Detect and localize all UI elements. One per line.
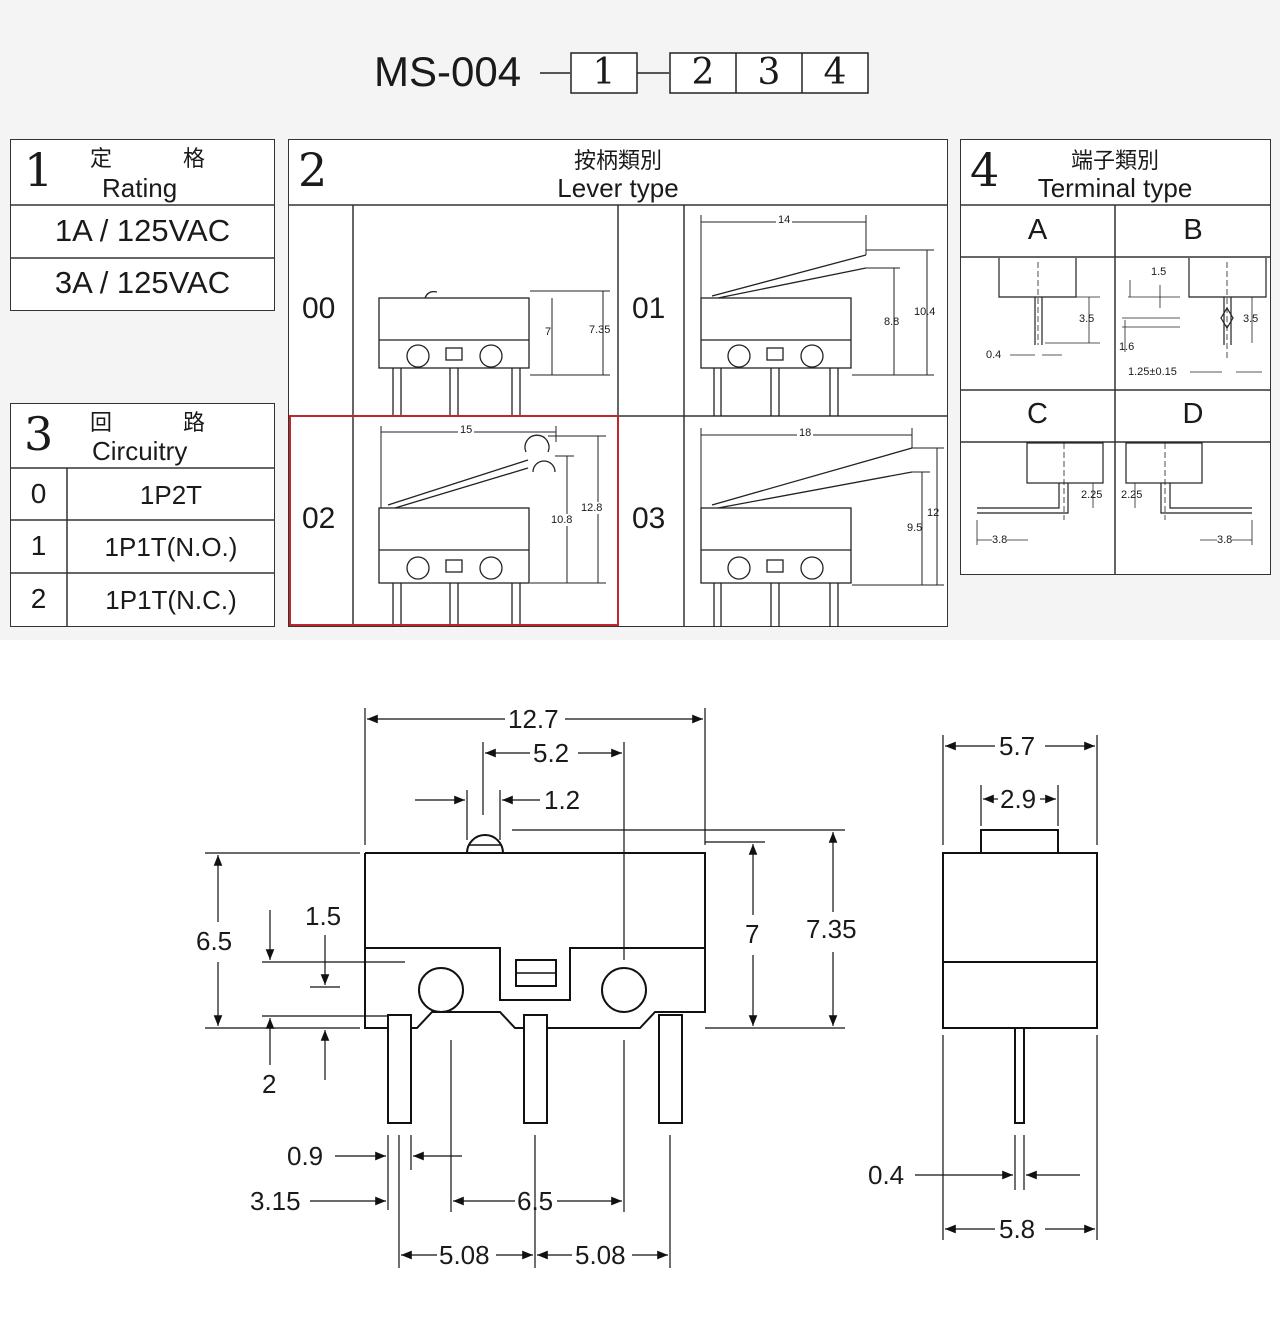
circuitry-label-2: 1P1T(N.C.) xyxy=(105,585,237,615)
rating-row-1: 1A / 125VAC xyxy=(54,213,231,248)
terminal-a-dim-0-4: 0.4 xyxy=(986,349,1002,361)
lever-option-03-code: 03 xyxy=(632,502,666,535)
model-number: MS-004 xyxy=(374,48,522,95)
terminal-d-dim-3-8: 3.8 xyxy=(1217,534,1233,546)
code-box-2: 2 xyxy=(691,52,715,93)
rating-title-cn: 定 格 xyxy=(90,147,237,172)
dim-7-35: 7.35 xyxy=(806,914,857,944)
dim-5-08-right: 5.08 xyxy=(575,1240,626,1270)
circuitry-section-number: 3 xyxy=(24,407,54,461)
dim-5-2: 5.2 xyxy=(533,738,570,768)
terminal-b-dim-1-5: 1.5 xyxy=(1151,266,1167,278)
terminal-title-cn: 端子類別 xyxy=(1070,149,1159,174)
dim-0-4: 0.4 xyxy=(868,1160,905,1190)
rating-section-number: 1 xyxy=(24,143,54,197)
lever-03-dim-9-5: 9.5 xyxy=(907,522,923,534)
rating-table xyxy=(10,139,275,311)
terminal-b-dim-1-25: 1.25±0.15 xyxy=(1128,366,1177,378)
dim-7: 7 xyxy=(745,919,760,949)
terminal-c-dim-3-8: 3.8 xyxy=(992,534,1008,546)
terminal-type-d: D xyxy=(1182,398,1204,430)
dim-6-5-height: 6.5 xyxy=(196,926,233,956)
circuitry-code-2: 2 xyxy=(30,583,47,614)
terminal-c-dim-2-25: 2.25 xyxy=(1081,489,1103,501)
circuitry-title-en: Circuitry xyxy=(92,436,188,466)
dim-6-5-pins: 6.5 xyxy=(517,1186,554,1216)
terminal-a-dim-3-5: 3.5 xyxy=(1079,313,1095,325)
lever-title-cn: 按柄類別 xyxy=(573,149,662,174)
circuitry-label-1: 1P1T(N.O.) xyxy=(104,532,238,562)
terminal-b-dim-1-6: 1.6 xyxy=(1119,341,1135,353)
lever-option-01-code: 01 xyxy=(632,292,666,325)
lever-00-dim-7: 7 xyxy=(545,326,552,338)
lever-00-dim-7-35: 7.35 xyxy=(589,324,611,336)
dim-1-2: 1.2 xyxy=(544,785,581,815)
code-box-1: 1 xyxy=(592,52,616,93)
dim-1-5: 1.5 xyxy=(305,901,342,931)
lever-01-dim-10-4: 10.4 xyxy=(914,306,936,318)
lever-01-dim-14: 14 xyxy=(776,214,793,226)
rating-row-2: 3A / 125VAC xyxy=(54,265,231,300)
lever-option-00-code: 00 xyxy=(302,292,336,325)
circuitry-code-0: 0 xyxy=(30,478,47,509)
circuitry-title-cn: 回 路 xyxy=(90,411,237,436)
lever-02-dim-12-8: 12.8 xyxy=(581,502,603,514)
circuitry-table xyxy=(10,403,275,627)
lever-03-dim-12: 12 xyxy=(927,507,940,519)
dim-5-7: 5.7 xyxy=(999,731,1036,761)
code-box-4: 4 xyxy=(823,52,847,93)
terminal-d-dim-2-25: 2.25 xyxy=(1121,489,1143,501)
terminal-type-a: A xyxy=(1027,214,1048,246)
dim-2: 2 xyxy=(262,1069,277,1099)
terminal-type-b: B xyxy=(1183,214,1203,246)
circuitry-code-1: 1 xyxy=(30,530,47,561)
lever-section-number: 2 xyxy=(298,143,328,197)
code-box-3: 3 xyxy=(757,52,781,93)
lever-02-dim-10-8: 10.8 xyxy=(551,514,573,526)
rating-title-en: Rating xyxy=(102,173,178,203)
terminal-section-number: 4 xyxy=(970,143,1000,197)
lever-option-02-code: 02 xyxy=(302,502,336,535)
terminal-title-en: Terminal type xyxy=(1037,173,1193,203)
circuitry-label-0: 1P2T xyxy=(139,480,203,510)
lever-01-dim-8-8: 8.8 xyxy=(884,316,900,328)
dim-5-08-left: 5.08 xyxy=(439,1240,490,1270)
dim-5-8: 5.8 xyxy=(999,1214,1036,1244)
terminal-type-c: C xyxy=(1027,398,1048,430)
dim-2-9: 2.9 xyxy=(1000,784,1037,814)
dim-3-15: 3.15 xyxy=(250,1186,301,1216)
dim-12-7: 12.7 xyxy=(508,704,559,734)
lever-title-en: Lever type xyxy=(557,173,679,203)
dim-0-9: 0.9 xyxy=(287,1141,324,1171)
terminal-b-dim-3-5: 3.5 xyxy=(1243,313,1259,325)
lever-03-dim-18: 18 xyxy=(797,427,814,439)
lever-02-dim-15: 15 xyxy=(458,424,475,436)
